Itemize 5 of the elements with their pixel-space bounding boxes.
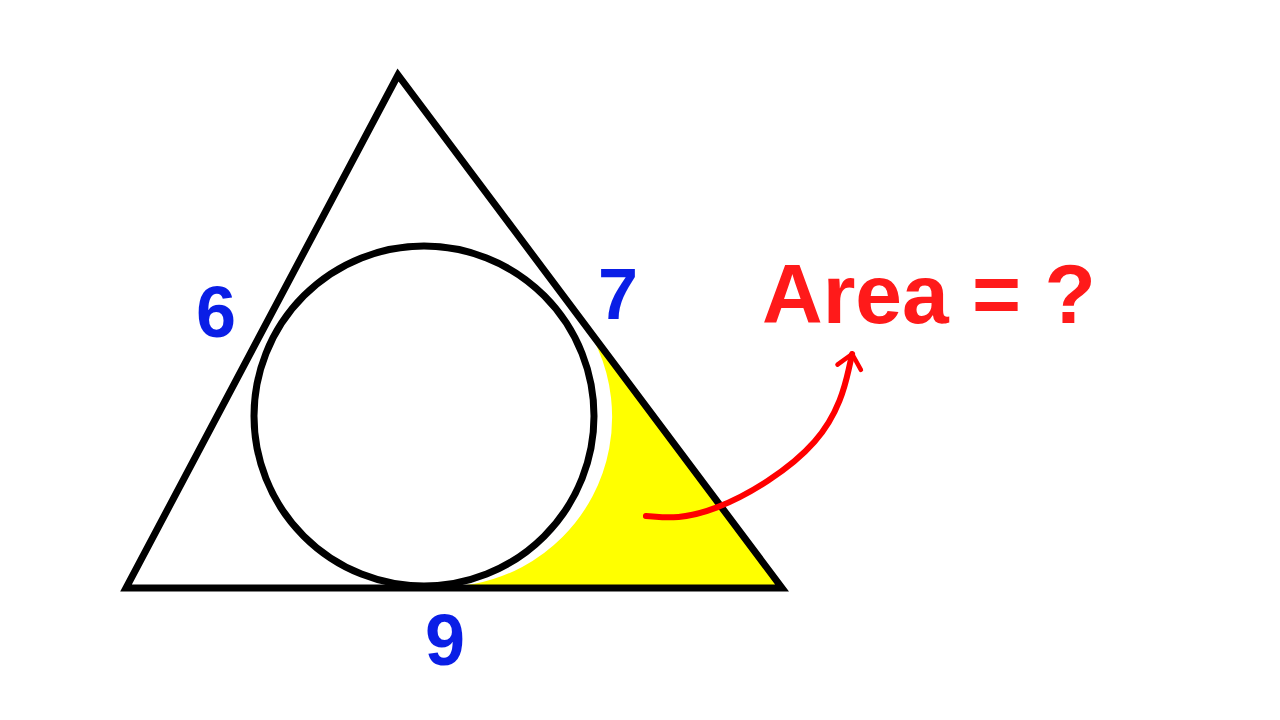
side-length-label: 6 [196, 276, 237, 348]
side-length-label: 7 [598, 258, 639, 330]
question-text: Area = ? [762, 252, 1096, 336]
side-length-label: 9 [425, 604, 466, 676]
curved-arrow [642, 351, 864, 521]
